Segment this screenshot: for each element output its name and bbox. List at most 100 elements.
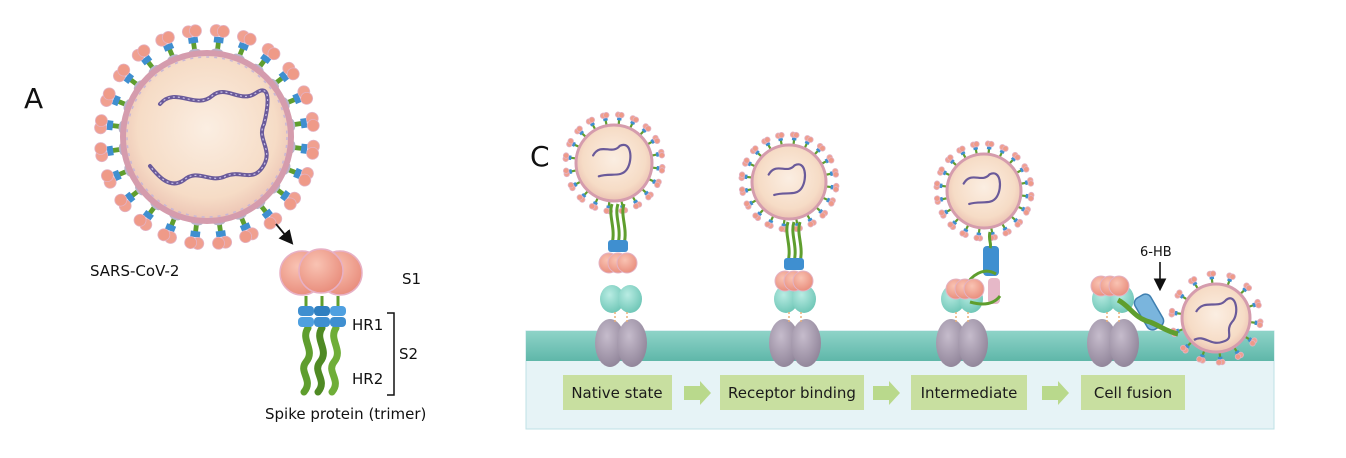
spike-protein (94, 142, 125, 163)
spike-protein (825, 182, 840, 193)
panel-c-virions (562, 111, 1264, 366)
receptor-base (958, 319, 988, 367)
spike-protein (639, 123, 652, 136)
receptor-head (600, 285, 624, 313)
viral-rna (592, 143, 632, 178)
hr2-label: HR2 (352, 370, 383, 388)
receptor-base (1109, 319, 1139, 367)
spike-protein (803, 135, 814, 149)
virion-receptor-binding (738, 131, 840, 233)
membrane-proteins (126, 56, 288, 218)
spike-protein (283, 85, 314, 107)
hr1-extended (983, 246, 999, 276)
receptor-base (595, 319, 625, 367)
s2-bracket (387, 312, 395, 396)
spike-protein (959, 224, 970, 238)
step-box-receptor (720, 375, 864, 410)
spike-protein (94, 114, 124, 135)
spike-protein (631, 195, 643, 210)
spike-protein (1247, 298, 1262, 309)
spike-native (598, 203, 638, 274)
s1-label: S1 (402, 270, 421, 288)
step-native-state: Native state (571, 384, 662, 402)
spike-protein (646, 134, 661, 146)
s1-head (616, 252, 638, 274)
virion-envelope (945, 152, 1023, 230)
spike-protein (1196, 349, 1206, 364)
receptor-head (792, 285, 816, 313)
s1-head (963, 278, 985, 300)
virion-intermediate (933, 140, 1035, 242)
virion-envelope (120, 50, 294, 224)
hr1-domain (784, 258, 804, 270)
s2-label: S2 (399, 345, 418, 363)
s1-head (792, 270, 814, 292)
spike-protein (1215, 351, 1226, 366)
s2-stalks (300, 324, 341, 396)
viral-rna (962, 172, 1002, 206)
virion-envelope (574, 123, 654, 203)
spike-protein (938, 208, 953, 219)
receptor-base (617, 319, 647, 367)
spike-protein (628, 115, 640, 129)
six-helix-bundle (1116, 293, 1179, 337)
step-arrow-1 (684, 381, 711, 405)
spike-protein (113, 63, 142, 89)
spike-protein (764, 215, 775, 229)
panel-c-label: C (530, 140, 550, 173)
spike-protein (651, 164, 666, 174)
panel-a-label: A (24, 82, 43, 115)
step-box-native (563, 375, 672, 410)
spike-protein (752, 208, 765, 222)
spike-protein (255, 43, 281, 72)
viral-rna-highlight (149, 89, 269, 185)
hr1-domain (298, 306, 346, 327)
step-box-intermediate (911, 375, 1027, 410)
spike-protein (209, 24, 230, 54)
spike-protein (1244, 335, 1258, 347)
spike-protein (289, 111, 320, 132)
hr1-domain (608, 240, 628, 252)
spike-protein (648, 177, 662, 189)
spike-protein (574, 125, 587, 138)
s1-heads (279, 248, 363, 296)
step-cell-fusion: Cell fusion (1094, 384, 1172, 402)
viral-rna (1193, 297, 1238, 344)
spike-protein (236, 30, 257, 60)
step-intermediate: Intermediate (921, 384, 1018, 402)
step-box-fusion (1081, 375, 1185, 410)
spike-protein (114, 186, 143, 213)
spike-protein (749, 145, 763, 158)
spike-protein (813, 142, 826, 156)
spike-trimer (279, 248, 363, 396)
spike-protein (290, 139, 320, 160)
spike-intermediate (945, 231, 1002, 306)
spike-protein (641, 188, 654, 201)
receptor-base (791, 319, 821, 367)
spike-protein (562, 167, 577, 178)
spike-protein (566, 137, 580, 149)
receptor-head (774, 285, 798, 313)
hr1-label: HR1 (352, 316, 383, 334)
receptor-base (936, 319, 966, 367)
spike-protein (775, 131, 785, 146)
virion-fusing (1090, 270, 1264, 366)
spike-protein (933, 180, 948, 191)
viral-rna (767, 163, 807, 197)
step-sequence: Native state Receptor binding Intermedia… (563, 375, 1185, 410)
step-arrow-3 (1042, 381, 1069, 405)
s1-head (1108, 275, 1130, 297)
receptor-base (1087, 319, 1117, 367)
cell-membrane (526, 331, 1274, 361)
virion-native (562, 111, 666, 215)
spike-caption: Spike protein (trimer) (265, 405, 426, 423)
spike-protein (822, 196, 836, 207)
spike-protein (1001, 222, 1012, 237)
zoom-arrow (275, 223, 294, 245)
spike-bound (774, 221, 814, 292)
receptor-native (595, 285, 647, 367)
spike-protein (615, 111, 625, 126)
virus-label: SARS-CoV-2 (90, 262, 179, 280)
step-arrow-2 (873, 381, 900, 405)
